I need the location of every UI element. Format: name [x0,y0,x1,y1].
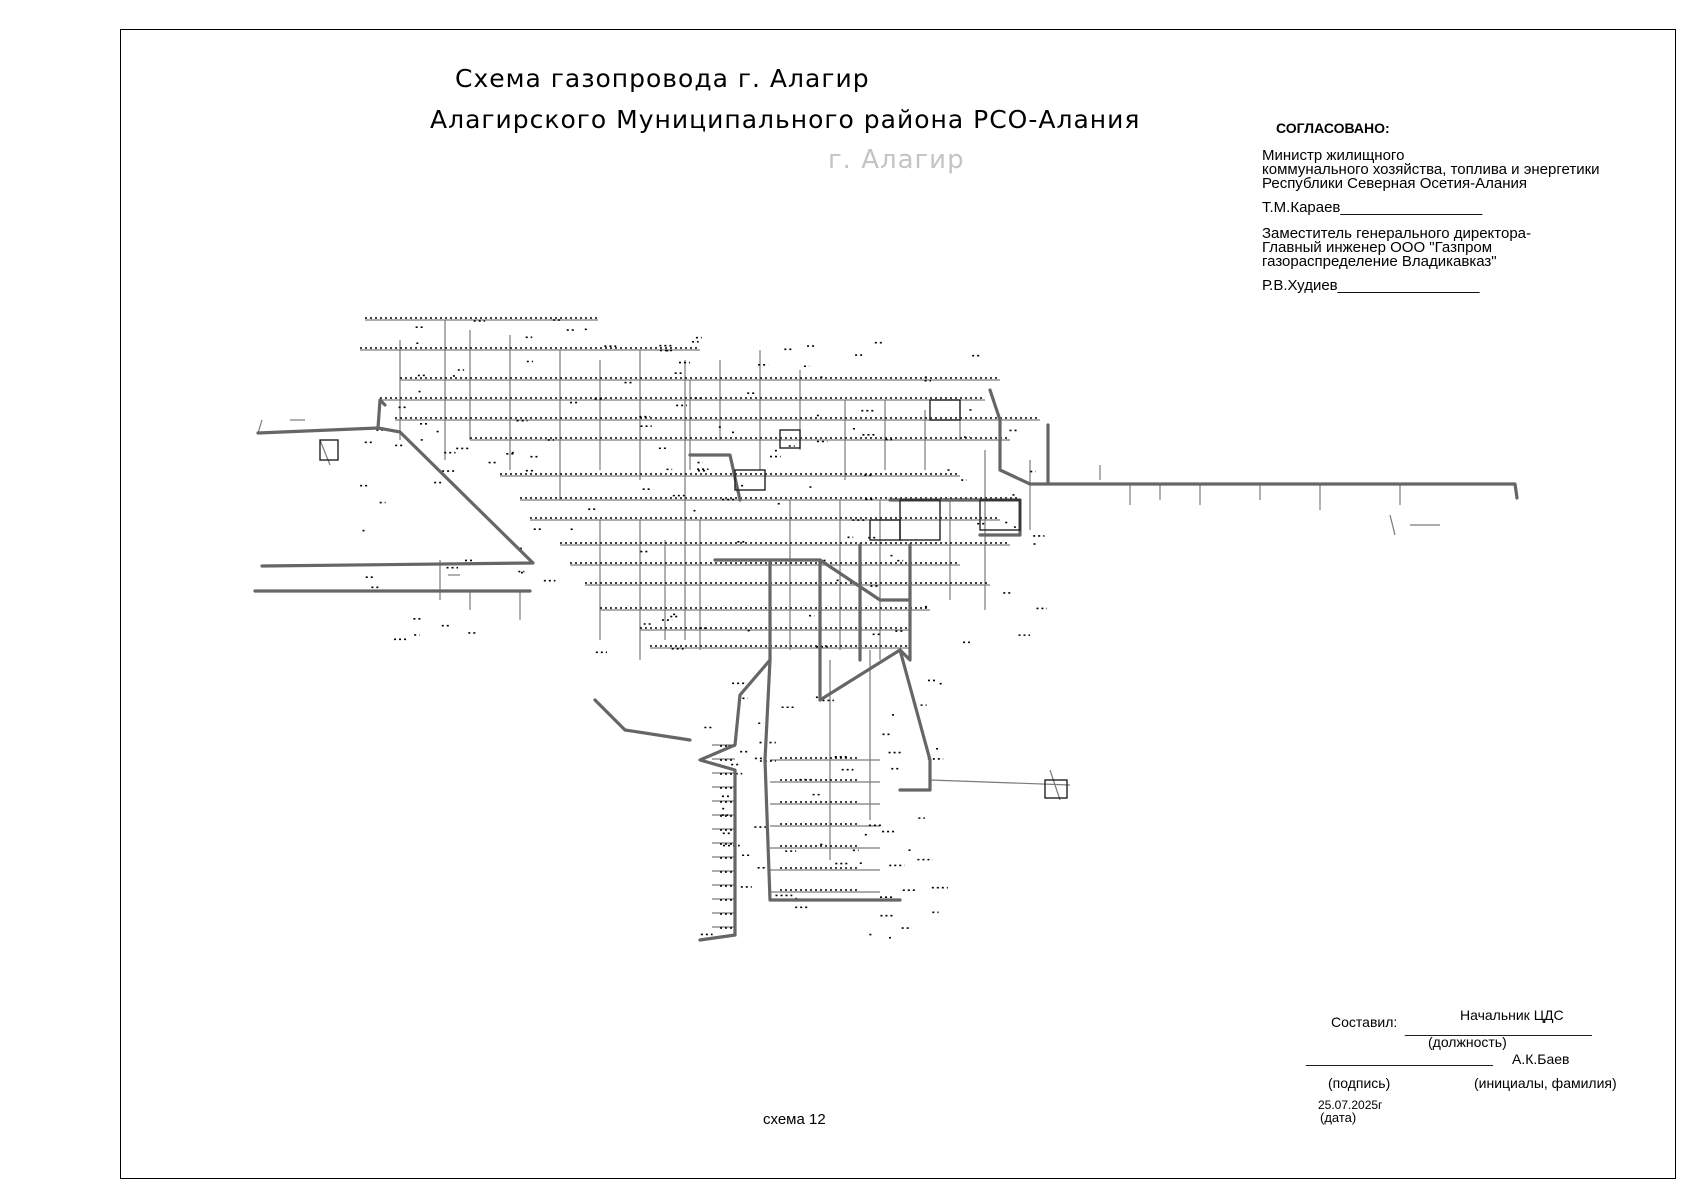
scheme-label: схема 12 [763,1111,826,1128]
stamp-name-value: А.К.Баев [1512,1051,1570,1067]
building-block [929,399,961,421]
deputy-title: Заместитель генерального директора- Глав… [1262,225,1531,270]
building-block [869,519,901,541]
deputy-signature: Р.В.Худиев_________________ [1262,277,1480,294]
stamp-position-value: Начальник ЦДС [1460,1007,1564,1023]
building-block [979,499,1021,531]
title-line-2: Алагирского Муниципального района РСО-Ал… [430,105,1141,134]
stamp-position-line: ________________________ [1405,1020,1592,1036]
pipeline-mains [253,388,1519,942]
stamp-compiled-label: Составил: [1331,1014,1398,1030]
stamp-signature-caption: (подпись) [1328,1075,1391,1091]
stamp-position-caption: (должность) [1428,1034,1507,1050]
pipeline-grid-thin [257,319,1440,928]
minister-signature: Т.М.Караев_________________ [1262,199,1483,216]
building-block [319,439,339,461]
approval-block: СОГЛАСОВАНО: Министр жилищного коммуналь… [1262,121,1600,305]
drawing-frame [120,29,1676,1179]
approval-heading: СОГЛАСОВАНО: [1276,120,1390,136]
pipeline-stub [257,419,263,434]
stamp-signature-line: ________________________ [1306,1050,1493,1066]
pipeline-east-spur [929,779,1071,786]
pipeline-markers [360,317,1047,939]
building-block [1044,779,1068,799]
stamp-name-caption: (инициалы, фамилия) [1474,1075,1617,1091]
stamp-date-value: 25.07.2025г [1318,1098,1383,1112]
stamp-date-caption: (дата) [1320,1110,1357,1125]
place-name: г. Алагир [828,145,965,175]
pipeline-stub [1389,514,1396,536]
building-block [779,429,801,449]
pipeline-east-spur [1049,769,1061,801]
minister-title: Министр жилищного коммунального хозяйств… [1262,147,1600,192]
building-block [734,469,766,491]
building-blocks [319,399,1068,799]
pipeline-stub [319,439,331,466]
title-line-1: Схема газопровода г. Алагир [455,64,870,93]
